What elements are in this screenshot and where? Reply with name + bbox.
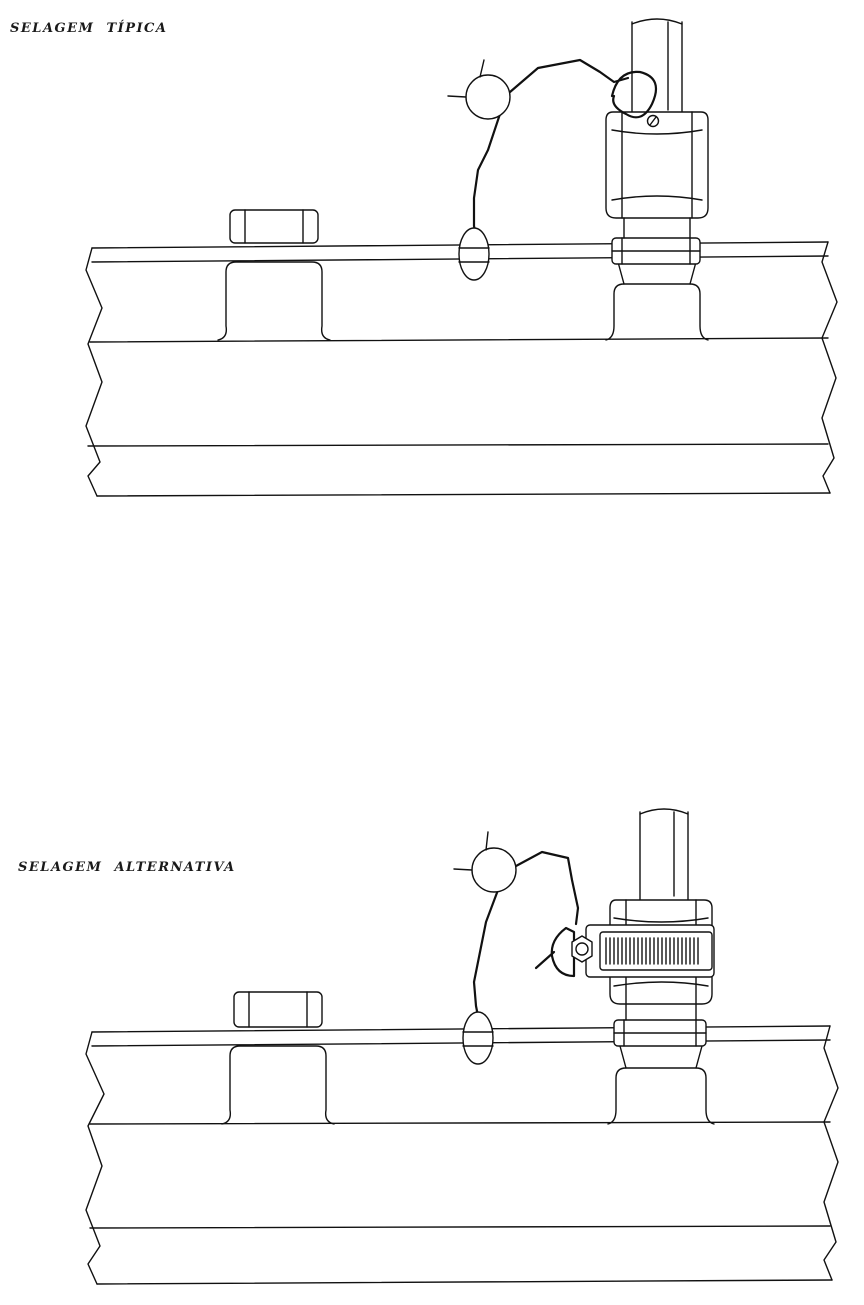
figure-caption-typical: SELAGEM TÍPICA [10, 21, 168, 36]
pipe-fitting-nut [606, 19, 708, 238]
pipe-union [612, 238, 700, 264]
left-cap-nut [230, 210, 318, 243]
wire-eyelet [459, 228, 489, 280]
pipe-union [614, 1020, 706, 1046]
left-boss [218, 262, 330, 340]
meter-body [86, 242, 837, 496]
clamp-screw [552, 928, 592, 976]
left-boss [222, 1046, 334, 1124]
cover-plate [92, 1026, 830, 1046]
typical-sealing-diagram [0, 0, 864, 520]
lead-seal [448, 60, 510, 119]
right-boss [608, 1046, 714, 1124]
wire-eyelet [463, 1012, 493, 1064]
right-boss [606, 262, 708, 340]
hose-clamp [586, 925, 714, 977]
alternative-sealing-diagram [0, 800, 864, 1305]
left-cap-nut [234, 992, 322, 1027]
lead-seal [454, 832, 516, 892]
seal-wire [474, 852, 578, 1016]
meter-body [86, 1026, 838, 1284]
pipe-fitting-nut [610, 809, 712, 1020]
figure-caption-alternative: SELAGEM ALTERNATIVA [18, 860, 236, 875]
